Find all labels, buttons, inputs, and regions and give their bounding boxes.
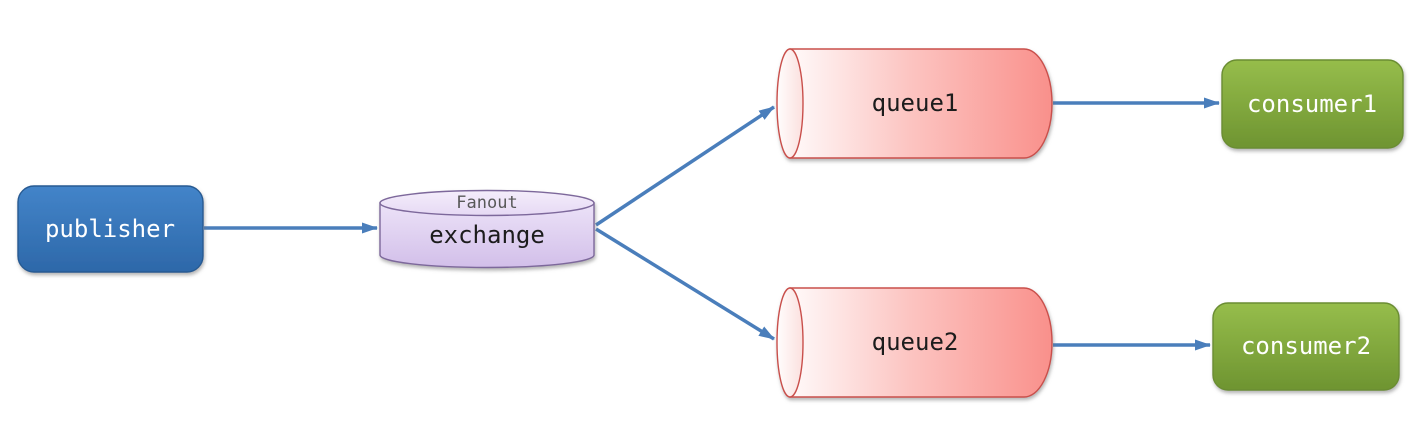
node-queue1: queue1 bbox=[776, 48, 1053, 159]
node-queue2: queue2 bbox=[776, 287, 1053, 398]
publisher-label: publisher bbox=[45, 215, 175, 243]
queue1-cylinder-cap bbox=[776, 48, 804, 159]
consumer2-label: consumer2 bbox=[1241, 332, 1371, 360]
exchange-label: exchange bbox=[429, 221, 545, 249]
consumer1-box bbox=[1221, 59, 1404, 149]
exchange-type-label: Fanout bbox=[456, 193, 517, 213]
node-exchange: Fanout exchange bbox=[379, 189, 595, 269]
consumer1-label: consumer1 bbox=[1247, 90, 1377, 118]
node-publisher: publisher bbox=[17, 185, 204, 273]
consumer2-box bbox=[1212, 302, 1400, 391]
exchange-cylinder-top bbox=[379, 189, 595, 217]
node-consumer1: consumer1 bbox=[1221, 59, 1404, 149]
node-consumer2: consumer2 bbox=[1212, 302, 1400, 391]
queue2-label: queue2 bbox=[872, 328, 959, 356]
edges bbox=[204, 97, 1220, 351]
edge-exchange-to-queue2 bbox=[595, 227, 775, 341]
queue1-cylinder-body bbox=[789, 48, 1053, 159]
exchange-cylinder-body bbox=[379, 202, 595, 269]
queue1-label: queue1 bbox=[872, 89, 959, 117]
edge-exchange-to-queue1 bbox=[595, 105, 775, 227]
queue2-cylinder-cap bbox=[776, 287, 804, 398]
publisher-box bbox=[17, 185, 204, 273]
queue2-cylinder-body bbox=[789, 287, 1053, 398]
